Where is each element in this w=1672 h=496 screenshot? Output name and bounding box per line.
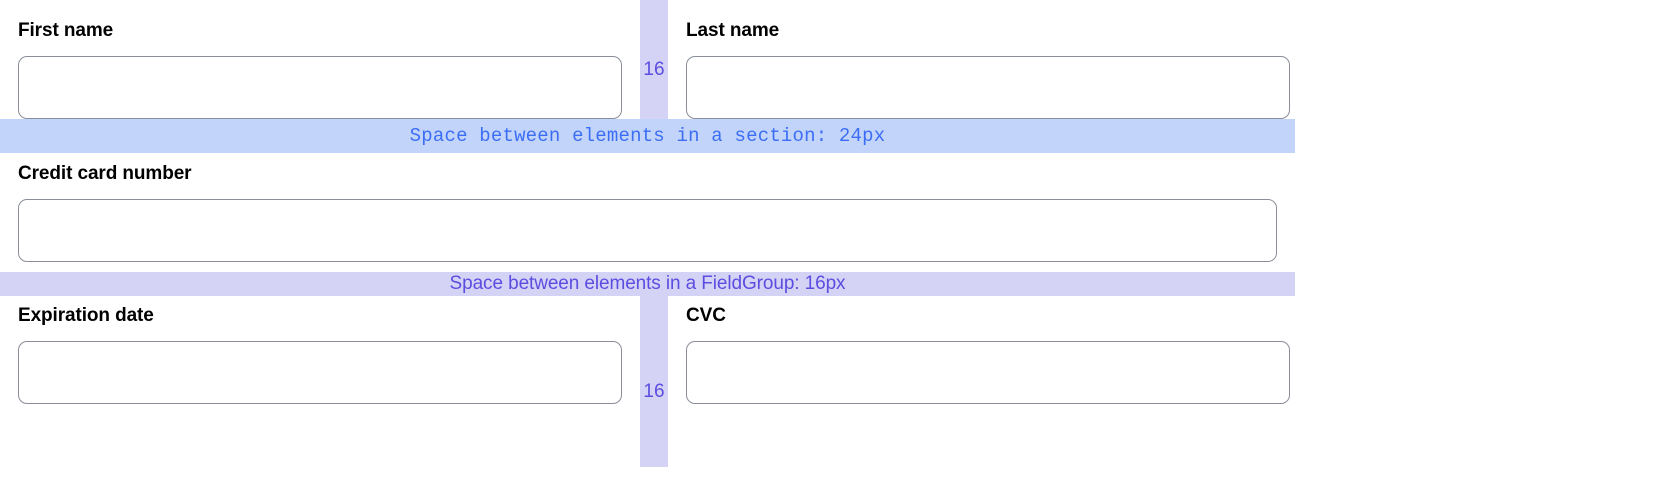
- spacing-band-section-label: Space between elements in a section: 24p…: [409, 125, 886, 147]
- spacing-band-fieldgroup: Space between elements in a FieldGroup: …: [0, 272, 1295, 296]
- field-label-last-name: Last name: [686, 20, 780, 41]
- field-credit-card-number: Credit card number: [0, 163, 1295, 262]
- input-last-name[interactable]: [686, 56, 1290, 119]
- field-label-cvc: CVC: [686, 305, 726, 326]
- form-row-expiry-cvc: Expiration date CVC 16: [0, 272, 1295, 467]
- field-first-name: First name: [0, 20, 640, 119]
- column-gap-value-expiry-row: 16: [643, 381, 665, 402]
- spacing-band-fieldgroup-label: Space between elements in a FieldGroup: …: [449, 273, 846, 294]
- input-credit-card-number[interactable]: [18, 199, 1277, 262]
- column-gap-indicator-expiry-row: 16: [640, 272, 668, 467]
- column-gap-value-name-row: 16: [643, 59, 665, 80]
- input-first-name[interactable]: [18, 56, 622, 119]
- input-cvc[interactable]: [686, 341, 1290, 404]
- field-cvc: CVC: [668, 305, 1308, 404]
- field-label-expiration-date: Expiration date: [18, 305, 154, 326]
- form-row-name: First name Last name 16: [0, 0, 1295, 139]
- field-expiration-date: Expiration date: [0, 305, 640, 404]
- form-row-credit-card: Credit card number: [0, 153, 1295, 262]
- spacing-annotated-form: First name Last name 16 Space between el…: [0, 0, 1295, 467]
- spacing-band-section: Space between elements in a section: 24p…: [0, 119, 1295, 153]
- field-label-credit-card-number: Credit card number: [18, 163, 192, 184]
- field-last-name: Last name: [668, 20, 1308, 119]
- input-expiration-date[interactable]: [18, 341, 622, 404]
- field-label-first-name: First name: [18, 20, 114, 41]
